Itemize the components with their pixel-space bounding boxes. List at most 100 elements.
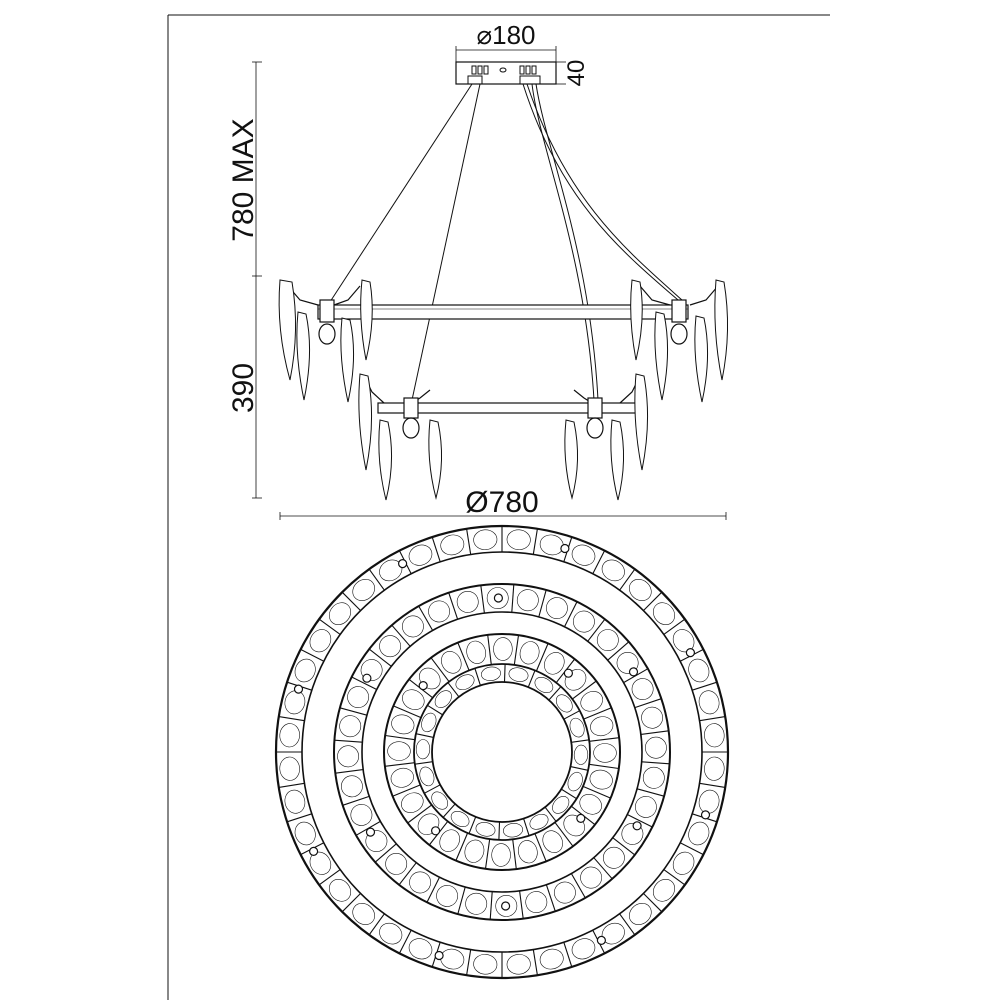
crystal-leaf — [506, 954, 531, 975]
crystal-leaf — [698, 690, 720, 715]
crystal-leaf — [539, 534, 564, 556]
segment-tick — [699, 716, 726, 722]
crystal-leaf — [379, 635, 402, 658]
segment-tick — [341, 893, 361, 913]
lamp-holder — [560, 543, 570, 554]
segment-tick — [385, 734, 415, 741]
segment-tick — [534, 833, 547, 862]
crystal-leaf — [391, 714, 415, 735]
lamp-holder — [501, 901, 511, 911]
segment-tick — [511, 584, 515, 613]
lamp-holder — [365, 827, 376, 837]
crystal-leaf — [340, 775, 363, 798]
crystal-leaf — [589, 769, 613, 790]
crystal-leaf — [402, 615, 424, 638]
crystal-leaf — [450, 810, 470, 828]
segment-tick — [532, 528, 538, 555]
crystal-leaf — [645, 736, 667, 759]
canopy — [455, 61, 557, 85]
lamp-holder — [434, 950, 444, 961]
lamp-holder — [628, 667, 639, 677]
segment-tick — [589, 763, 619, 770]
segment-tick — [398, 929, 412, 954]
segment-tick — [384, 762, 415, 767]
crystal-leaf — [653, 602, 675, 625]
segment-tick — [663, 869, 686, 886]
lamp-holder — [362, 673, 372, 683]
lamp-holder — [563, 668, 574, 678]
segment-tick — [427, 704, 443, 716]
crystal-leaf — [571, 938, 596, 960]
lamp-holder — [493, 593, 503, 603]
dimension-lines — [252, 46, 727, 520]
crystal-leaf — [284, 789, 306, 814]
crystal-leaf — [390, 767, 414, 788]
segment-tick — [527, 670, 536, 688]
crystal-leaf — [408, 544, 433, 566]
crystal-leaf — [596, 629, 619, 651]
crystal-leaf — [629, 903, 652, 925]
crystal-leaf — [481, 666, 501, 681]
segment-tick — [426, 877, 440, 903]
segment-tick — [593, 857, 613, 880]
crystal-leaf — [294, 821, 316, 846]
crystal-leaf — [542, 830, 563, 853]
crystal-leaf — [688, 658, 710, 683]
lamp-holder — [632, 821, 642, 831]
segment-tick — [587, 618, 606, 642]
segment-tick — [538, 589, 547, 618]
segment-tick — [466, 949, 472, 976]
segment-tick — [455, 832, 469, 861]
segment-tick — [563, 942, 573, 968]
crystal-leaf — [473, 954, 498, 975]
crystal-leaf — [379, 922, 403, 945]
segment-tick — [640, 730, 669, 735]
segment-tick — [532, 949, 538, 976]
crystal-leaf — [503, 823, 523, 838]
crystal-leaf — [284, 690, 306, 715]
segment-tick — [318, 869, 341, 886]
segment-tick — [414, 761, 433, 765]
segment-tick — [489, 891, 493, 920]
crystal-leaf — [517, 840, 538, 864]
lower-crystals — [358, 373, 649, 501]
segment-tick — [523, 818, 530, 836]
crystal-leaf — [642, 766, 665, 789]
segment-tick — [278, 782, 305, 788]
segment-tick — [278, 716, 305, 722]
segment-tick — [407, 804, 433, 824]
segment-tick — [457, 642, 470, 671]
crystal-leaf — [525, 891, 548, 914]
segment-tick — [474, 668, 481, 686]
crystal-leaf — [428, 600, 451, 623]
lamp-holders — [293, 543, 711, 961]
crystal-leaf — [352, 903, 375, 925]
crystal-leaf — [635, 796, 657, 818]
segment-tick — [545, 884, 556, 912]
segment-tick — [339, 707, 368, 716]
lamp-holder — [398, 558, 408, 569]
crystal-leaf — [569, 717, 585, 738]
crystal-leaf — [339, 715, 362, 738]
segment-tick — [583, 707, 612, 720]
crystal-leaf — [475, 822, 496, 837]
segment-tick — [643, 591, 663, 611]
crystal-leaf — [402, 689, 425, 710]
crystal-leaf — [456, 591, 479, 613]
segment-tick — [431, 536, 441, 562]
crystal-leaf — [409, 871, 431, 894]
segment-tick — [619, 913, 636, 936]
crystal-leaf — [440, 534, 465, 556]
suspension-cables — [327, 83, 683, 401]
crystal-leaf — [555, 694, 573, 713]
ring-middle-inner — [361, 611, 643, 893]
lamp-holder — [685, 647, 696, 658]
crystal-leaf — [641, 706, 664, 729]
segment-tick — [392, 784, 421, 797]
segment-tick — [468, 816, 477, 834]
segment-tick — [503, 664, 506, 683]
crystal-leaf — [534, 676, 554, 694]
crystal-leaf — [704, 723, 725, 748]
segment-tick — [484, 839, 491, 869]
crystal-leaf — [631, 678, 654, 700]
